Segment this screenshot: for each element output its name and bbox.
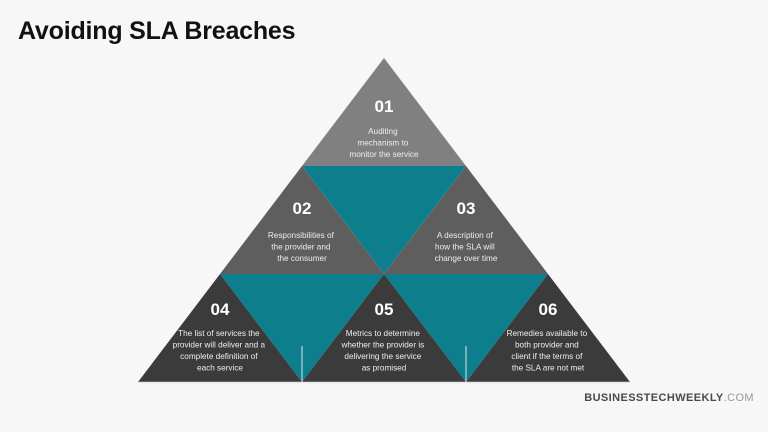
segment-02-shape bbox=[220, 166, 384, 274]
pyramid-segment-05[interactable]: 05 Metrics to determine whether the prov… bbox=[302, 274, 466, 382]
segment-01-number: 01 bbox=[375, 97, 394, 116]
segment-06-number: 06 bbox=[539, 300, 558, 319]
segment-06-description: Remedies available to both provider and … bbox=[507, 329, 590, 373]
segment-04-description: The list of services the provider will d… bbox=[173, 329, 268, 373]
segment-01-shape bbox=[302, 58, 466, 166]
footer-brand: BUSINESSTECHWEEKLY bbox=[584, 392, 724, 404]
segment-03-shape bbox=[384, 166, 548, 274]
segment-02-description: Responsibilities of the provider and the… bbox=[268, 231, 336, 263]
inverted-teal-row2-shape bbox=[302, 166, 466, 274]
segment-06-shape bbox=[466, 274, 630, 382]
pyramid-accent-row3-left bbox=[220, 274, 384, 382]
inverted-teal-row3-left-shape bbox=[220, 274, 384, 382]
segment-05-description: Metrics to determine whether the provide… bbox=[340, 329, 426, 373]
pyramid-segment-01[interactable]: 01 Auditing mechanism to monitor the ser… bbox=[302, 58, 466, 166]
pyramid-accent-row3-right bbox=[384, 274, 548, 382]
segment-03-description: A description of how the SLA will change… bbox=[435, 231, 498, 263]
segment-04-shape bbox=[138, 274, 302, 382]
inverted-teal-row3-right-shape bbox=[384, 274, 548, 382]
segment-03-number: 03 bbox=[457, 199, 476, 218]
segment-01-description: Auditing mechanism to monitor the servic… bbox=[349, 127, 419, 159]
pyramid-segment-04[interactable]: 04 The list of services the provider wil… bbox=[138, 274, 302, 382]
pyramid-accent-row2 bbox=[302, 166, 466, 274]
pyramid-segment-02[interactable]: 02 Responsibilities of the provider and … bbox=[220, 166, 384, 274]
pyramid-base-dividers bbox=[138, 346, 630, 384]
segment-02-number: 02 bbox=[293, 199, 312, 218]
footer-tld: .COM bbox=[723, 392, 754, 404]
pyramid-segment-03[interactable]: 03 A description of how the SLA will cha… bbox=[384, 166, 548, 274]
segment-05-number: 05 bbox=[375, 300, 394, 319]
segment-05-shape bbox=[302, 274, 466, 382]
footer-branding: BUSINESSTECHWEEKLY.COM bbox=[584, 392, 754, 404]
segment-04-number: 04 bbox=[211, 300, 230, 319]
pyramid-segment-06[interactable]: 06 Remedies available to both provider a… bbox=[466, 274, 630, 382]
page-title: Avoiding SLA Breaches bbox=[18, 17, 296, 45]
